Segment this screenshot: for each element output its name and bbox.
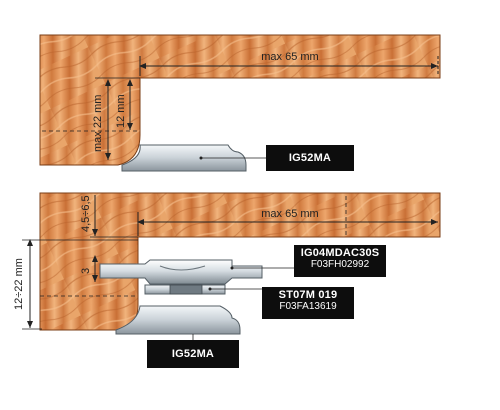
bottom-dim-thickness: 12÷22 mm	[13, 239, 138, 330]
bottom-upper-cutter	[99, 259, 294, 285]
top-dim-width: max 65 mm	[139, 51, 439, 76]
top-dim-depth: max 22 mm 12 mm	[42, 77, 140, 160]
top-dim-12-text: 12 mm	[115, 94, 127, 128]
bottom-dim-thickness-text: 12÷22 mm	[13, 258, 25, 310]
bottom-dim-offset: 4,5÷6,5 3	[40, 195, 138, 297]
bottom-dim-width-text: max 65 mm	[261, 208, 318, 220]
spacer-label: ST07M 019	[278, 289, 338, 301]
bottom-dim-offset-text: 4,5÷6,5	[80, 195, 92, 232]
cutter-label-box: IG04MDAC30S F03FH02992	[294, 245, 386, 277]
bottom-dim-3-text: 3	[80, 268, 92, 274]
bottom-dim-width: max 65 mm	[137, 196, 438, 236]
top-cutter-tool	[121, 144, 266, 172]
spacer-code: F03FA13619	[279, 301, 337, 312]
top-tool-label: IG52MA	[266, 145, 354, 171]
spacer-label-box: ST07M 019 F03FA13619	[262, 287, 354, 319]
top-dim-width-text: max 65 mm	[261, 51, 318, 63]
top-dim-max22-text: max 22 mm	[92, 95, 104, 152]
bottom-tool-label: IG52MA	[147, 340, 239, 368]
cutter-code: F03FH02992	[310, 259, 370, 270]
cutter-label: IG04MDAC30S	[300, 247, 380, 259]
bottom-spacer	[144, 284, 262, 295]
